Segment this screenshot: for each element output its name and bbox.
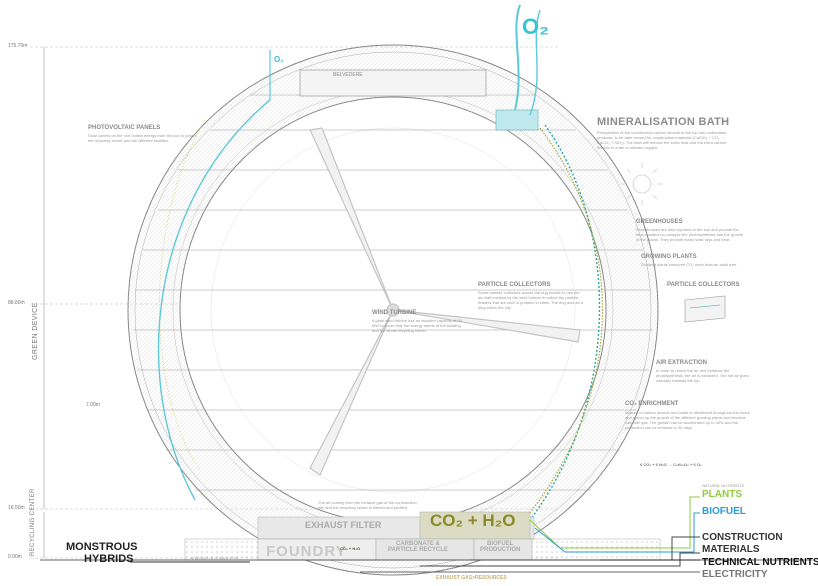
- plants-output-label: PLANTS: [702, 489, 742, 500]
- level-label-ground: 0.00m: [8, 554, 22, 560]
- materials-output-label: MATERIALS: [702, 544, 760, 555]
- recycling-center-base: [40, 511, 812, 561]
- biofuel-output-label: BIOFUEL: [702, 506, 746, 517]
- monstrous-label: MONSTROUS: [66, 541, 138, 553]
- level-label-low: 16.50m: [8, 505, 25, 511]
- co2-enrichment-equation: 6 CO₂ + 6 H₂O → C₆H₁₂O₆ + 6 O₂: [640, 462, 702, 467]
- particle-collectors-inner-title: PARTICLE COLLECTORS: [478, 282, 551, 288]
- floor-height-dimension: 7.00m: [86, 402, 100, 408]
- recycling-center-label: RECYCLING CENTER: [30, 488, 36, 556]
- exhaust-note: The air coming from the exhaust gas of t…: [318, 500, 417, 510]
- growing-plants-title: GROWING PLANTS: [641, 254, 697, 260]
- sorting-label: SORTING OUT PROCESS: [190, 556, 239, 561]
- air-extraction-title: AIR EXTRACTION: [656, 360, 707, 366]
- output-flow-lines: [130, 496, 700, 573]
- air-extraction-text: In order to renew the air and enhance th…: [656, 368, 749, 383]
- mineralisation-bath-tank: [495, 109, 539, 131]
- carbonate-label: CARBONATE & PARTICLE RECYCLE: [388, 541, 448, 553]
- airflow-paths: [157, 4, 603, 526]
- level-label-mid: 88.80m: [8, 300, 25, 306]
- wind-turbine-title: WIND TURBINE: [372, 310, 417, 316]
- mineralisation-text: Precipitation of the construction carbon…: [597, 130, 727, 150]
- foundry-label: FOUNDRY: [266, 543, 347, 560]
- sun-icon: [621, 163, 663, 205]
- mineralisation-title: MINERALISATION BATH: [597, 116, 730, 128]
- level-label-top: 175.70m: [8, 43, 28, 49]
- particle-collector-detail: [684, 295, 726, 323]
- biofuel-production-label: BIOFUEL PRODUCTION: [480, 541, 521, 553]
- belvedere-deck: [299, 69, 487, 97]
- greenhouses-title: GREENHOUSES: [636, 219, 683, 225]
- natural-nutrients-label: NATURAL NUTRIENTS: [702, 483, 745, 488]
- exhaust-filter-label: EXHAUST FILTER: [305, 520, 382, 530]
- wind-turbine: [309, 127, 581, 476]
- belvedere-label: BELVEDERE: [333, 72, 363, 78]
- o2-large-label: O₂: [522, 14, 549, 39]
- wind-turbine-text: A giant wind turbine has an installed ca…: [372, 318, 462, 333]
- hybrids-label: HYBRIDS: [84, 553, 134, 565]
- particle-collectors-inner-text: Some particle collectors across the ring…: [478, 290, 583, 310]
- o2-small-label: O₂: [274, 55, 284, 64]
- co2-h2o-label: CO₂ + H₂O: [430, 511, 516, 530]
- electricity-label: ELECTRICITY: [702, 569, 768, 580]
- greenhouses-text: Greenhouses are fully exposed to the sun…: [636, 227, 743, 242]
- co2-enrichment-text: Mixture of carbon dioxide and water is d…: [625, 410, 750, 430]
- particle-collectors-right-title: PARTICLE COLLECTORS: [667, 282, 740, 288]
- co2-enrichment-title: CO₂ ENRICHMENT: [625, 401, 679, 407]
- growing-plants-text: Growing plants consume CO₂ more than an …: [641, 262, 738, 267]
- co2-h2o-small-label: CO₂ + H₂O: [340, 546, 361, 551]
- photovoltaic-text: Solar panels on the roof collect energy …: [88, 133, 197, 143]
- green-device-label: GREEN DEVICE: [32, 302, 39, 360]
- construction-output-label: CONSTRUCTION: [702, 532, 783, 543]
- exhaust-gas-label: EXHAUST GAS>RESOURCES: [436, 575, 507, 581]
- photovoltaic-title: PHOTOVOLTAIC PANELS: [88, 125, 161, 131]
- technical-nutrients-label: TECHNICAL NUTRIENTS: [702, 557, 818, 568]
